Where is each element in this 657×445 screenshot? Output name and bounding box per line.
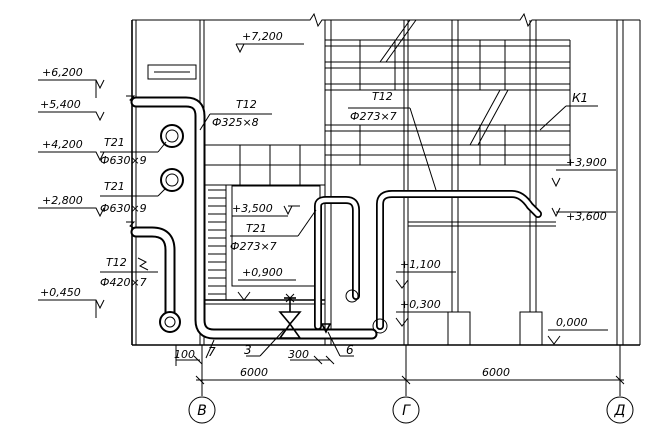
elevation-0900: +0,900 — [242, 266, 283, 279]
pipes — [130, 96, 542, 340]
t12-top-label: Т12 — [236, 98, 257, 111]
elevation-1100: +1,100 — [400, 258, 441, 271]
elevation-3500: +3,500 — [232, 202, 273, 215]
t21-center-label: Т21 — [246, 222, 267, 235]
t12-right-label: Т12 — [372, 90, 393, 103]
position-6: 6 — [346, 343, 354, 357]
elevation-5400: +5,400 — [40, 98, 81, 111]
dimension-6000-left: 6000 — [240, 366, 268, 379]
t21-mid-size: Ф630×9 — [100, 202, 147, 215]
axis-g: Г — [402, 403, 411, 419]
elevation-0300: +0,300 — [400, 298, 441, 311]
stair-hatch — [208, 185, 227, 300]
frame-label-k1: К1 — [572, 91, 588, 105]
dimension-100: 100 — [174, 348, 195, 361]
elevation-0000: 0,000 — [556, 316, 588, 329]
pipe-sections — [159, 124, 184, 333]
dimension-300: 300 — [288, 348, 309, 361]
t12-lower-label: Т12 — [106, 256, 127, 269]
t21-upper-size: Ф630×9 — [100, 154, 147, 167]
t12-right-size: Ф273×7 — [350, 110, 397, 123]
t21-upper-label: Т21 — [104, 136, 125, 149]
elevation-2800: +2,800 — [42, 194, 83, 207]
t21-center-size: Ф273×7 — [230, 240, 277, 253]
position-3: 3 — [244, 343, 252, 357]
elevation-7200: +7,200 — [242, 30, 283, 43]
elevation-3600: +3,600 — [566, 210, 607, 223]
axis-b: В — [197, 403, 207, 419]
dimension-lines: 100 300 6000 6000 — [174, 345, 625, 396]
elevation-marks: +7,200 +6,200 +5,400 +4,200 +2,800 +0,45… — [38, 30, 616, 345]
elevation-0450: +0,450 — [40, 286, 81, 299]
valve-symbol — [278, 293, 332, 339]
position-7: 7 — [208, 345, 216, 359]
elevation-4200: +4,200 — [42, 138, 83, 151]
pipe-callouts: Т12 Ф325×8 Т21 Ф630×9 Т21 Ф630×9 Т12 Ф42… — [100, 90, 598, 289]
t12-top-size: Ф325×8 — [212, 116, 259, 129]
axis-markers: В Г Д — [188, 396, 634, 424]
t12-lower-size: Ф420×7 — [100, 276, 147, 289]
dimension-6000-right: 6000 — [482, 366, 510, 379]
t21-mid-label: Т21 — [104, 180, 125, 193]
elevation-6200: +6,200 — [42, 66, 83, 79]
axis-d: Д — [614, 403, 626, 419]
elevation-3900: +3,900 — [566, 156, 607, 169]
position-marks: 7 3 6 — [205, 329, 354, 359]
